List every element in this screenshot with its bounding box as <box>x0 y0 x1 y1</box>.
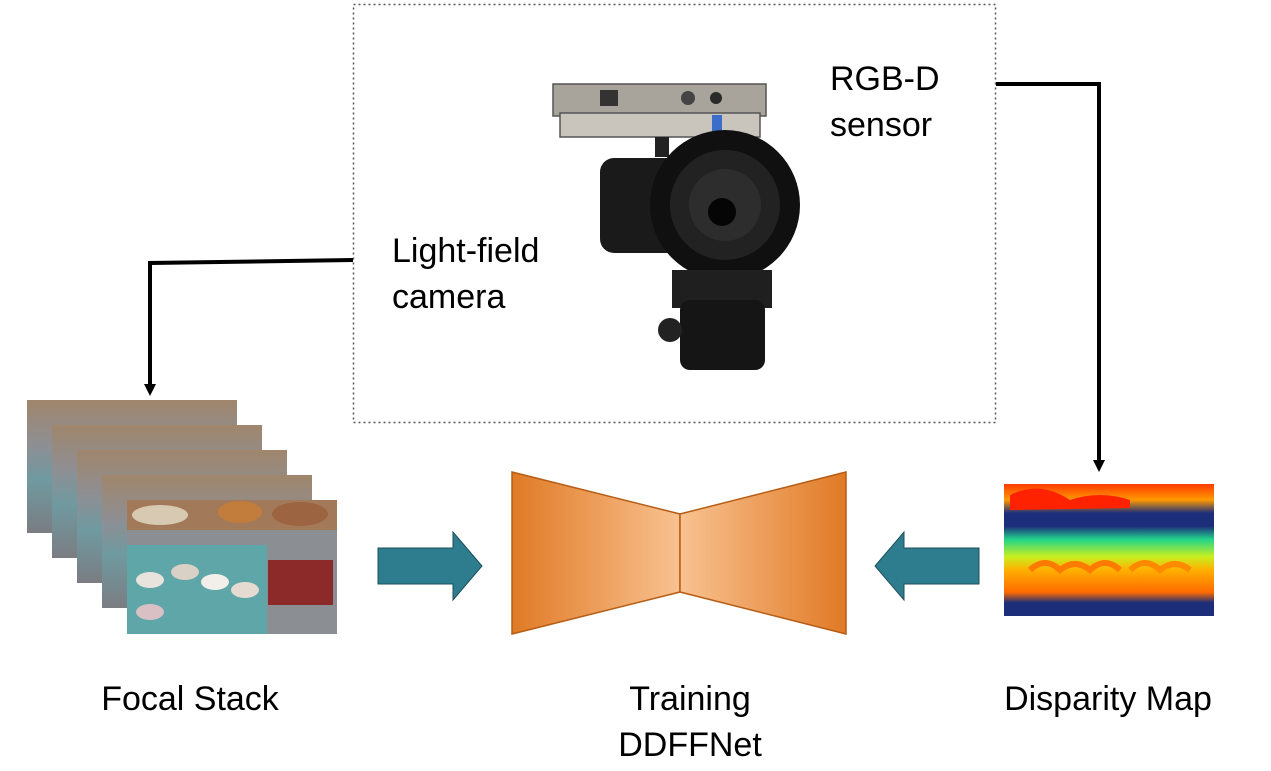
disparity-map-image <box>1004 484 1214 616</box>
training-label-line2: DDFFNet <box>618 726 762 764</box>
focal-stack-images <box>27 400 337 634</box>
hardware-frame <box>352 3 997 424</box>
training-label: Training DDFFNet <box>560 676 820 768</box>
camera-to-stack-connector <box>148 258 354 388</box>
camera-to-stack-arrowhead <box>144 384 156 396</box>
training-label-line1: Training <box>629 680 751 718</box>
rgbd-sensor-label-line2: sensor <box>830 106 933 144</box>
light-field-camera-label-line1: Light-field <box>392 232 540 270</box>
rgbd-sensor-label-line1: RGB-D <box>830 60 940 98</box>
light-field-camera-label: Light-field camera <box>392 228 539 320</box>
disparity-to-network-arrow <box>874 530 980 602</box>
focal-stack-front-image <box>127 500 337 634</box>
disparity-map-label: Disparity Map <box>1004 680 1212 718</box>
focal-stack-label: Focal Stack <box>101 680 279 718</box>
light-field-camera-label-line2: camera <box>392 278 506 316</box>
network-encoder-shape <box>511 471 681 635</box>
sensor-to-disparity-arrowhead <box>1093 460 1105 472</box>
sensor-to-disparity-connector <box>996 82 1101 462</box>
camera-rig-image <box>552 83 800 370</box>
network-decoder-shape <box>679 471 847 635</box>
stack-to-network-arrow <box>377 530 483 602</box>
rgbd-sensor-label: RGB-D sensor <box>830 56 940 148</box>
